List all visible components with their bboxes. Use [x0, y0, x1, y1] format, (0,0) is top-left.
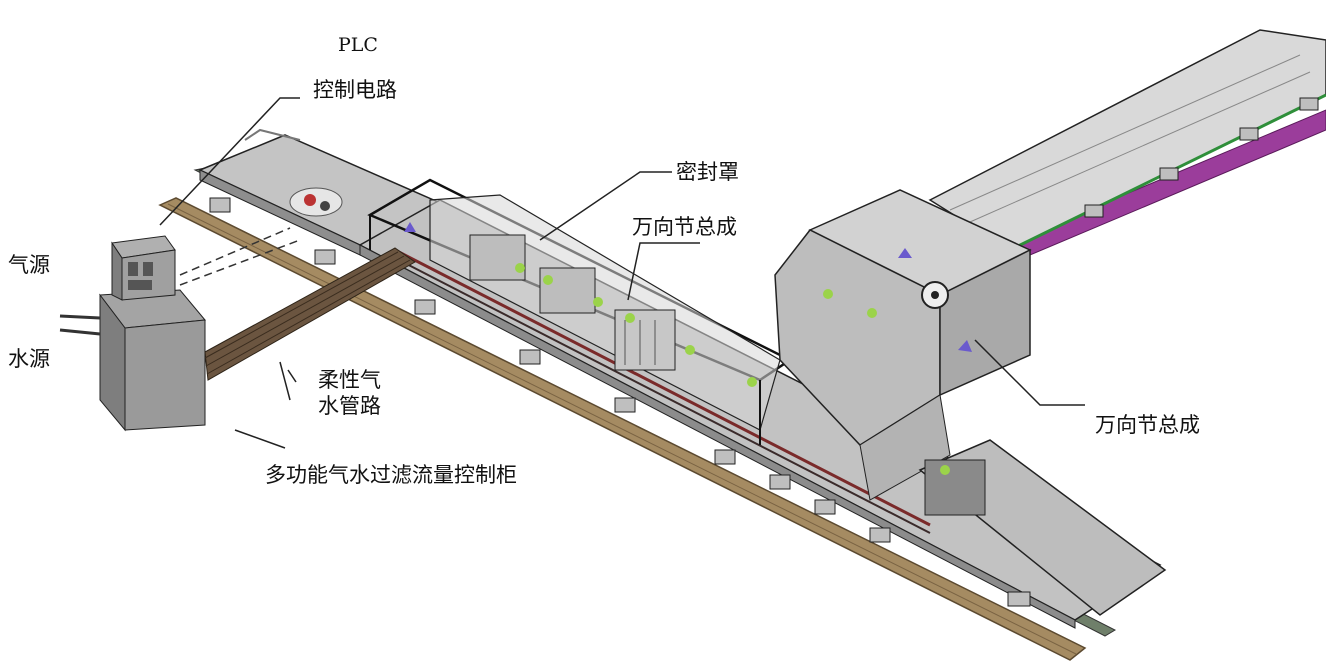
- ground-rail: [158, 197, 1087, 661]
- hopper-box: [774, 189, 1032, 501]
- flexible-hose-label-line1: 柔性气: [318, 368, 381, 392]
- plc-label: PLC: [338, 34, 378, 56]
- universal-joint-label-upper: 万向节总成: [632, 215, 737, 239]
- outlet-trough: [918, 439, 1167, 616]
- water-source-label: 水源: [8, 347, 50, 371]
- flexible-hose-label-line2: 水管路: [318, 394, 381, 418]
- plc-signal-lines: [179, 227, 301, 286]
- control-cabinet: [59, 235, 206, 432]
- control-cabinet-label: 多功能气水过滤流量控制柜: [265, 463, 517, 487]
- flexible-hoses: [204, 247, 416, 381]
- inclined-conveyor: [928, 29, 1326, 256]
- seal-cover-label: 密封罩: [676, 160, 739, 184]
- left-conveyor-trough: [198, 128, 447, 256]
- control-circuit-label: 控制电路: [313, 78, 397, 102]
- air-source-label: 气源: [8, 253, 50, 277]
- support-legs: [209, 197, 1031, 607]
- universal-joint-label-right: 万向节总成: [1095, 413, 1200, 437]
- leader-lines: [159, 97, 1085, 449]
- nozzle-assemblies: [404, 222, 757, 387]
